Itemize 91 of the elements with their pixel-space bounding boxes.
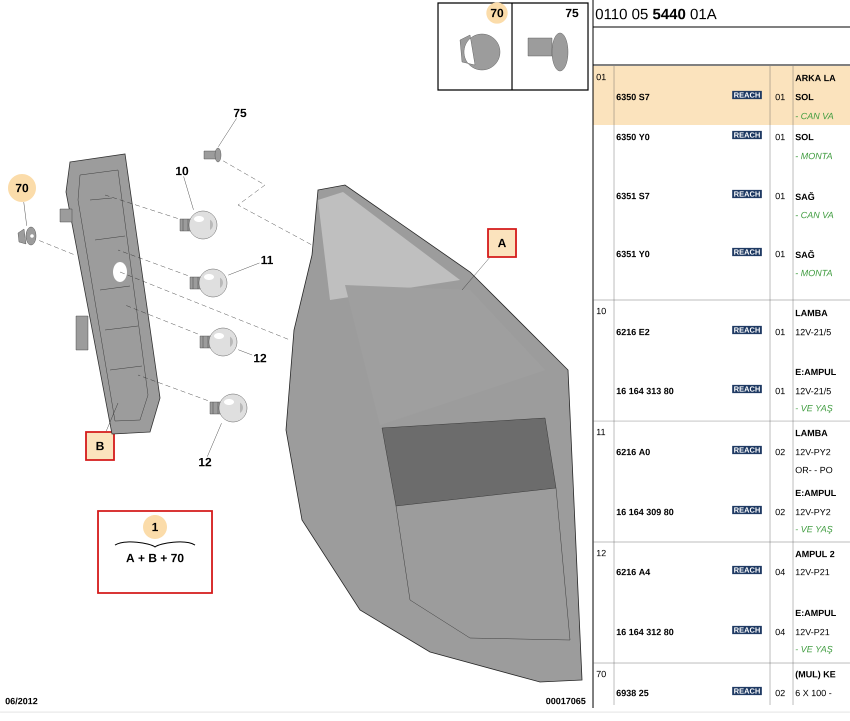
drawing-number: 00017065 <box>546 698 586 704</box>
part-number: 6216 A4 <box>616 568 650 576</box>
description-text: OR- - PO <box>796 466 832 474</box>
note-text: - VE YAŞ <box>796 404 833 414</box>
note-text: - VE YAŞ <box>796 526 833 534</box>
callout-number: 75 <box>566 8 578 18</box>
part-number: 6351 S7 <box>616 192 650 200</box>
quantity: 01 <box>776 192 785 200</box>
bulb-drawing <box>190 268 228 298</box>
assembly-box: 1 A + B + 70 <box>97 510 213 594</box>
quantity: 02 <box>776 448 785 456</box>
part-number: 6216 E2 <box>616 328 650 336</box>
callout-number: 11 <box>261 256 273 264</box>
description-text: SOL <box>795 94 814 100</box>
quantity: 01 <box>776 94 785 100</box>
description-text: SAĞ <box>795 192 814 200</box>
quantity: 01 <box>776 328 785 336</box>
description-text: 12V-PY2 <box>796 448 830 456</box>
leader-line <box>24 202 27 226</box>
description-text: LAMBA <box>796 430 828 436</box>
leader-line <box>106 402 118 432</box>
callout-box: A <box>487 228 517 258</box>
explosion-line <box>118 250 188 276</box>
explosion-line <box>120 272 290 340</box>
part-number: 6350 Y0 <box>616 134 650 140</box>
leader-line <box>183 176 194 210</box>
note-text: - MONTA <box>796 152 832 160</box>
part-number: 6216 A0 <box>616 448 650 456</box>
part-number: 16 164 313 80 <box>616 388 674 394</box>
explosion-line <box>104 194 178 219</box>
group-number: 01 <box>596 74 606 80</box>
quantity: 01 <box>776 134 785 140</box>
quantity: 02 <box>776 690 785 696</box>
note-text: - MONTA <box>796 270 832 276</box>
lamp-holder-drawing <box>60 154 160 434</box>
leader-line <box>462 258 490 290</box>
clip-drawing <box>18 226 36 246</box>
part-number: 16 164 309 80 <box>616 508 674 516</box>
description-text: 12V-21/5 <box>796 388 831 394</box>
description-text: 6 X 100 - <box>796 690 832 696</box>
part-number: 6938 25 <box>616 690 648 696</box>
part-number: 16 164 312 80 <box>616 628 674 636</box>
part-number: 6350 S7 <box>616 94 650 100</box>
explosion-line <box>223 160 312 246</box>
group-number: 70 <box>596 670 606 678</box>
bulb-drawing <box>180 210 218 240</box>
leader-line <box>207 423 222 457</box>
callout-number: 70 <box>486 2 508 24</box>
explosion-line <box>39 240 76 256</box>
leader-line <box>218 118 237 147</box>
description-text: E:AMPUL <box>796 610 836 616</box>
quantity: 04 <box>776 628 785 636</box>
header-text: 0110 05 5440 01A <box>596 8 717 20</box>
description-text: 12V-P21 <box>796 628 830 636</box>
description-text: ARKA LA <box>795 74 836 82</box>
callout-box: B <box>85 431 115 461</box>
description-text: LAMBA <box>796 310 828 316</box>
note-text: - CAN VA <box>796 212 834 218</box>
description-text: E:AMPUL <box>796 490 836 496</box>
quantity: 02 <box>776 508 785 516</box>
note-text: - CAN VA <box>796 112 834 120</box>
callout-number: 12 <box>254 354 266 362</box>
description-text: AMPUL 2 <box>795 550 834 558</box>
quantity: 04 <box>776 568 785 576</box>
callout-number: 10 <box>176 166 188 176</box>
group-number: 10 <box>596 308 606 314</box>
screw-drawing <box>204 148 222 162</box>
note-text: - VE YAŞ <box>796 646 833 654</box>
callout-number: 12 <box>199 458 212 466</box>
callout-number: 70 <box>8 174 36 202</box>
description-text: (MUL) KE <box>796 670 836 680</box>
quantity: 01 <box>776 250 785 258</box>
explosion-line <box>138 374 208 401</box>
description-text: E:AMPUL <box>796 368 836 376</box>
group-number: 11 <box>596 428 606 436</box>
group-number: 12 <box>596 550 606 556</box>
date-text: 06/2012 <box>6 698 38 704</box>
part-number: 6351 Y0 <box>616 250 650 258</box>
leader-line <box>238 350 252 356</box>
leader-line <box>228 262 260 276</box>
bulb-drawing <box>210 394 248 422</box>
description-text: 12V-P21 <box>796 568 830 576</box>
description-text: 12V-PY2 <box>796 508 830 516</box>
bulb-drawing <box>200 328 238 356</box>
description-text: SOL <box>795 134 814 140</box>
tail-lamp-drawing <box>286 184 582 682</box>
explosion-line <box>124 304 198 334</box>
callout-number: 75 <box>234 108 246 118</box>
description-text: 12V-21/5 <box>796 328 831 336</box>
description-text: SAĞ <box>795 250 814 258</box>
quantity: 01 <box>776 388 785 394</box>
